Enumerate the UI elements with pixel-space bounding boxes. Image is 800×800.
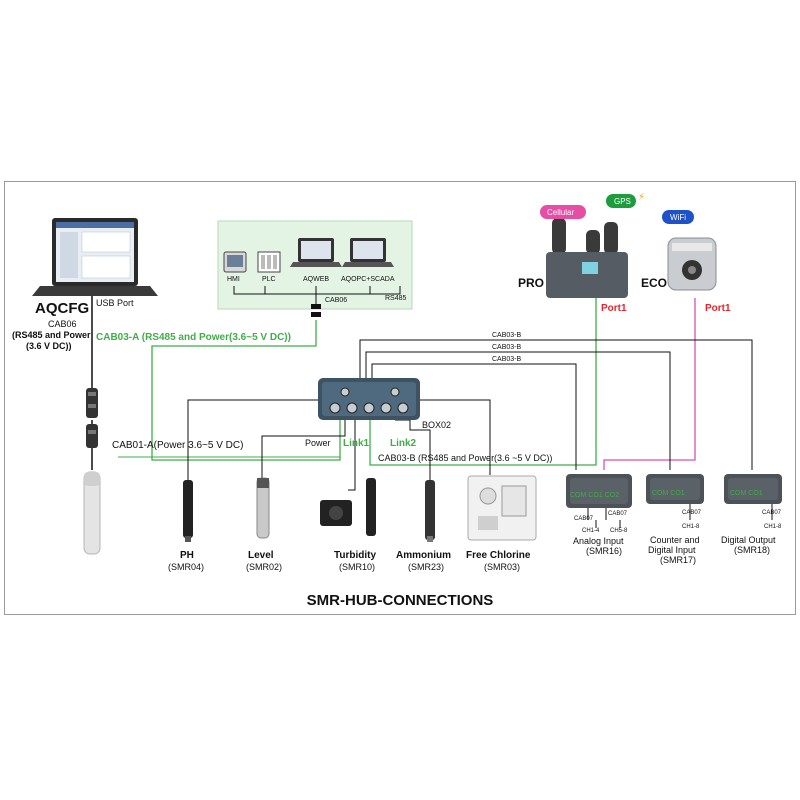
eco-port-label: Port1: [705, 303, 731, 314]
scada-cab06-label: CAB06: [325, 297, 347, 304]
diagram-title: SMR-HUB-CONNECTIONS: [307, 592, 494, 609]
module-ch-label: CH5-8: [610, 528, 628, 534]
module-title-line2: (SMR18): [734, 545, 770, 555]
analog-input-cables: [587, 508, 621, 528]
cab03a-green-wire: [151, 320, 341, 461]
cab03b-line-label-1: CAB03-B: [492, 332, 522, 339]
analog-input-module-icon: [566, 474, 632, 508]
cellular-label: Cellular: [547, 208, 574, 217]
module-cab-label: CAB07: [762, 510, 782, 516]
aqcfg-laptop-icon: [32, 218, 158, 296]
sensor-code: (SMR23): [408, 562, 444, 572]
module-title-line3: (SMR17): [660, 555, 696, 565]
wifi-badge: WiFi: [662, 210, 694, 224]
scada-bus: [233, 286, 401, 304]
aqcfg-probe-icon: [83, 471, 101, 555]
eco-label: ECO: [641, 276, 667, 290]
sensor-name: Turbidity: [334, 550, 376, 561]
wire-turbidity: [348, 420, 356, 491]
module-cab-label: CAB07: [608, 511, 628, 517]
eco-gateway-icon: [667, 237, 717, 291]
aqopc-laptop-icon: [342, 238, 394, 267]
sensor-name: PH: [180, 550, 194, 561]
turbidity-sensor-icon: [320, 478, 376, 536]
hmi-label: HMI: [227, 276, 240, 283]
aqcfg-cable-name: CAB06: [48, 319, 77, 329]
module-title-line1: Analog Input: [573, 536, 624, 546]
cab03b-line-label-3: CAB03-B: [492, 356, 522, 363]
pro-gateway-icon: [546, 218, 628, 298]
plc-icon: [257, 251, 281, 273]
rs485-label: RS485: [385, 295, 407, 302]
counter-digital-input-module-icon: [646, 474, 704, 504]
sensor-code: (SMR03): [484, 562, 520, 572]
gps-label: GPS: [614, 197, 631, 206]
cab03b-main-label: CAB03-B (RS485 and Power(3.6 ~5 V DC)): [378, 453, 552, 463]
aqcfg-label: AQCFG: [35, 300, 89, 317]
cab03b-green-wire: [369, 298, 597, 466]
aqcfg-cable-desc1: (RS485 and Power: [12, 330, 91, 340]
module-title-line1: Counter and: [650, 535, 700, 545]
wire-chlorine: [405, 399, 491, 475]
box02-hub-icon: [318, 378, 420, 420]
module-title-line2: (SMR16): [586, 546, 622, 556]
module-cab-label: CAB07: [682, 510, 702, 516]
cable-connector-icon: [86, 388, 98, 448]
module-title-line2: Digital Input: [648, 545, 696, 555]
aqweb-laptop-icon: [290, 238, 342, 267]
ammonium-sensor-icon: [425, 480, 435, 542]
gps-badge: GPS: [606, 194, 636, 208]
box02-label: BOX02: [422, 420, 451, 430]
module-ch-label: CH1-4: [582, 528, 600, 534]
sensor-code: (SMR04): [168, 562, 204, 572]
aqopc-label: AQOPC+SCADA: [341, 276, 395, 283]
module-ch-label: CH1-8: [764, 524, 782, 530]
level-sensor-icon: [256, 477, 270, 539]
sensor-name: Ammonium: [396, 550, 451, 561]
chlorine-sensor-icon: [467, 475, 537, 541]
power-label: Power: [305, 438, 331, 448]
cab03b-line-label-2: CAB03-B: [492, 344, 522, 351]
cab03b-line-2: [365, 351, 671, 470]
diagram-frame: [4, 181, 796, 615]
sensor-code: (SMR02): [246, 562, 282, 572]
cab03b-line-3: [371, 363, 577, 470]
plc-label: PLC: [262, 276, 276, 283]
eco-magenta-wire: [603, 298, 696, 470]
cab06-connector-icon: [311, 304, 321, 317]
pro-label: PRO: [518, 276, 544, 290]
module-cab-label: CAB07: [574, 516, 594, 522]
sensor-name: Level: [248, 550, 274, 561]
link1-label: Link1: [343, 438, 370, 449]
usb-port-label: USB Port: [96, 298, 134, 308]
digital-output-module-icon: [724, 474, 782, 504]
aqcfg-cable-desc2: (3.6 V DC)): [26, 341, 72, 351]
module-face-label: COM CO1: [730, 490, 763, 497]
aqweb-label: AQWEB: [303, 276, 329, 283]
ph-sensor-icon: [183, 480, 193, 542]
module-ch-label: CH1-8: [682, 524, 700, 530]
sensor-code: (SMR10): [339, 562, 375, 572]
cab03a-label: CAB03-A (RS485 and Power(3.6~5 V DC)): [96, 332, 291, 343]
module-face-label: COM CO1 CO2: [570, 492, 619, 499]
wire-level: [261, 420, 346, 480]
wire-ph: [187, 399, 330, 480]
module-face-label: COM CO1: [652, 490, 685, 497]
pro-port-label: Port1: [601, 303, 627, 314]
hmi-icon: [223, 251, 247, 273]
sensor-name: Free Chlorine: [466, 550, 531, 561]
wifi-label: WiFi: [670, 213, 686, 222]
cellular-badge: Cellular: [540, 205, 586, 219]
lightning-icon: ⚡: [638, 192, 645, 203]
link2-label: Link2: [390, 438, 417, 449]
cab03b-line-1: [359, 339, 753, 470]
cab01a-label: CAB01-A(Power 3.6~5 V DC): [112, 440, 243, 451]
module-title-line1: Digital Output: [721, 535, 776, 545]
